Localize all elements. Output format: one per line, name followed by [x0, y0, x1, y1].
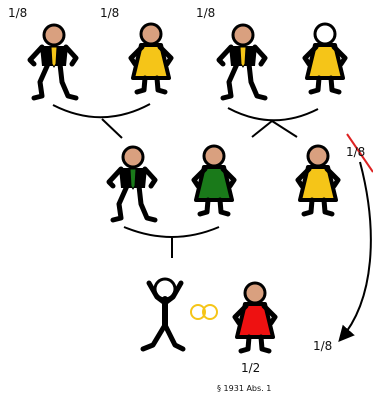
- grandparents-right-connector-b: [271, 120, 298, 138]
- share-label-grandfather-1: 1/8: [8, 6, 28, 20]
- share-label-grandfather-2: 1/8: [196, 6, 216, 20]
- share-label-aunt: 1/8: [346, 145, 366, 159]
- grandfather-1: [27, 23, 79, 101]
- grandparents-right-connector-a: [251, 120, 273, 138]
- strike-through-line: [346, 133, 373, 173]
- wedding-rings-icon: [190, 304, 218, 320]
- mother: [191, 144, 237, 217]
- grandparents-right-bracket: [227, 107, 319, 122]
- father: [106, 145, 158, 223]
- legal-reference: § 1931 Abs. 1: [217, 384, 272, 393]
- grandmother-1: [128, 22, 174, 95]
- grandmother-2-deceased: [302, 22, 348, 95]
- share-transfer-arrow: [338, 161, 372, 343]
- share-label-redirected: 1/8: [313, 339, 333, 353]
- share-label-grandmother-1: 1/8: [100, 6, 120, 20]
- grandparents-left-connector: [101, 118, 123, 139]
- parents-bracket: [123, 226, 220, 238]
- deceased-child: [140, 277, 186, 352]
- grandfather-2: [216, 23, 268, 101]
- share-label-spouse: 1/2: [241, 361, 261, 375]
- spouse: [232, 281, 278, 354]
- grandparents-left-bracket: [52, 103, 151, 119]
- aunt-crossed-out: [295, 144, 341, 217]
